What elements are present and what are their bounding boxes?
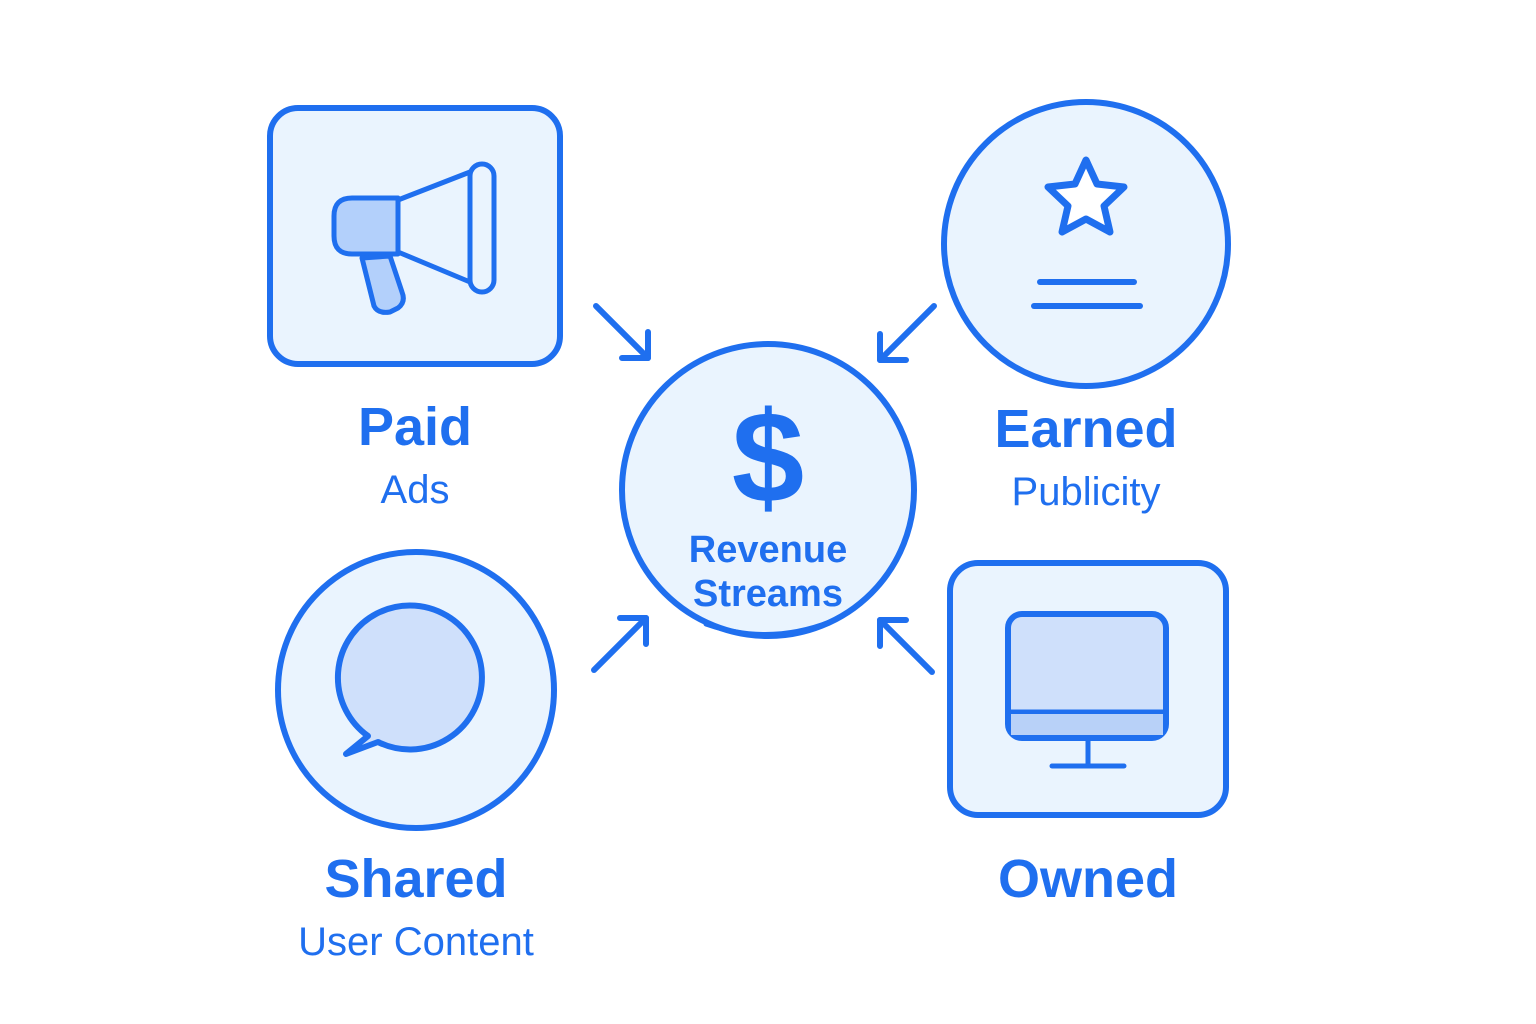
center-node: $ (619, 341, 917, 639)
arrow-earned-to-center (877, 303, 937, 363)
monitor-icon (1005, 611, 1169, 769)
center-title-line1: Revenue (688, 529, 848, 571)
paid-label: Paid Ads (265, 400, 565, 510)
arrow-owned-to-center (877, 617, 935, 675)
megaphone-icon (331, 161, 497, 315)
paid-title: Paid (357, 397, 473, 457)
earned-label: Earned Publicity (936, 402, 1236, 512)
paid-node (267, 105, 563, 367)
owned-title: Owned (997, 849, 1178, 909)
center-title: Revenue Streams (618, 528, 918, 616)
shared-label: Shared User Content (216, 852, 616, 962)
earned-node (941, 99, 1231, 389)
arrows (591, 303, 937, 675)
shared-subtitle: User Content (298, 920, 534, 964)
dollar-sign-icon: $ (732, 384, 804, 530)
earned-title: Earned (994, 399, 1178, 459)
owned-label: Owned (938, 852, 1238, 906)
earned-subtitle: Publicity (1011, 470, 1161, 514)
chat-bubble-icon (334, 602, 485, 757)
arrow-shared-to-center (591, 615, 649, 673)
center-title-line2: Streams (693, 573, 843, 615)
shared-node (275, 549, 557, 831)
arrow-paid-to-center (593, 303, 651, 361)
center-underline (703, 619, 833, 637)
shared-title: Shared (324, 849, 508, 909)
paid-subtitle: Ads (380, 468, 450, 512)
owned-node (947, 560, 1229, 818)
star-award-icon (1031, 156, 1143, 309)
